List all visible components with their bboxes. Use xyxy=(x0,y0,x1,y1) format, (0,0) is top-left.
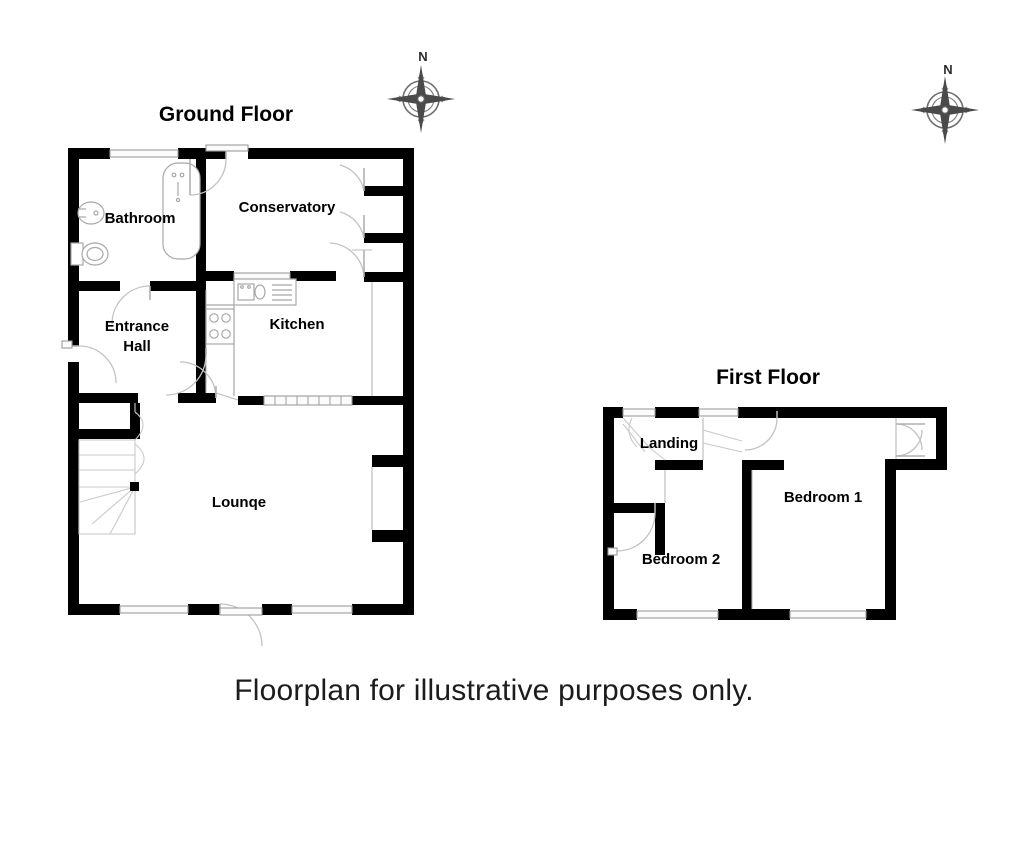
room-label-kitchen: Kitchen xyxy=(269,316,324,333)
ground-floor-doors xyxy=(61,144,372,647)
window-landing-left xyxy=(622,408,656,417)
window-kitchen-top xyxy=(233,272,291,280)
window-lounge-left xyxy=(119,605,189,614)
ground-floor-plan: Bathroom Conservatory Entrance Hall Kitc… xyxy=(61,144,414,647)
ground-floor-compass: N xyxy=(387,49,455,133)
room-label-bedroom2: Bedroom 2 xyxy=(642,551,720,568)
kitchen-fixtures xyxy=(205,278,297,396)
stair-opening-icon xyxy=(622,417,743,461)
toilet-icon xyxy=(70,242,109,266)
compass-north-label: N xyxy=(418,49,427,64)
window-bedroom1 xyxy=(789,610,867,619)
first-floor-compass: N xyxy=(911,62,979,144)
door-entrance-external xyxy=(61,340,117,384)
window-lounge-right xyxy=(291,605,353,614)
door-conservatory-top xyxy=(189,144,249,196)
first-floor-title: First Floor xyxy=(716,366,820,389)
room-label-entrance-hall-line2: Hall xyxy=(123,338,151,355)
room-label-lounge: Lounqe xyxy=(212,494,266,511)
kitchen-worktop-icon xyxy=(233,278,297,306)
ground-floor-windows xyxy=(109,149,353,614)
window-bedroom2 xyxy=(636,610,719,619)
door-landing-bedroom1 xyxy=(744,411,778,451)
door-kitchen-conservatory xyxy=(329,242,372,278)
door-bedroom1-recess xyxy=(895,418,925,459)
ground-floor-interior xyxy=(68,148,414,615)
staircase-winder-icon xyxy=(78,403,145,535)
first-floor-walls xyxy=(603,407,947,620)
window-landing-right xyxy=(698,408,739,417)
room-label-conservatory: Conservatory xyxy=(239,199,336,216)
compass-rose-icon-2 xyxy=(911,76,979,144)
door-lounge-front xyxy=(219,603,263,647)
hob-four-ring-icon xyxy=(205,308,235,345)
first-floor-internal-walls xyxy=(603,460,784,620)
ground-floor-title: Ground Floor xyxy=(159,103,293,126)
door-bathroom xyxy=(111,285,151,325)
room-label-entrance-hall-line1: Entrance xyxy=(105,318,169,335)
room-label-bathroom: Bathroom xyxy=(105,210,176,227)
door-bedroom2 xyxy=(607,503,656,556)
door-conservatory-right-lower xyxy=(339,211,365,239)
illustrative-caption: Floorplan for illustrative purposes only… xyxy=(234,674,754,707)
first-floor-windows xyxy=(622,408,867,619)
first-floor-detail-lines xyxy=(664,418,753,609)
room-label-bedroom1: Bedroom 1 xyxy=(784,489,862,506)
compass-north-label-2: N xyxy=(943,62,952,77)
first-floor-plan: Landing Bedroom 1 Bedroom 2 xyxy=(603,407,947,620)
door-hall-lounge xyxy=(179,361,217,399)
wash-basin-icon xyxy=(77,201,105,225)
first-floor-doors xyxy=(607,411,925,556)
door-conservatory-right-upper xyxy=(339,164,365,192)
door-hall-kitchen xyxy=(165,348,207,396)
window-bathroom xyxy=(109,149,179,158)
ground-floor-internal-walls xyxy=(68,159,404,542)
window-kitchen-lounge xyxy=(263,395,353,406)
compass-rose-icon xyxy=(387,65,455,133)
room-label-landing: Landing xyxy=(640,435,698,452)
